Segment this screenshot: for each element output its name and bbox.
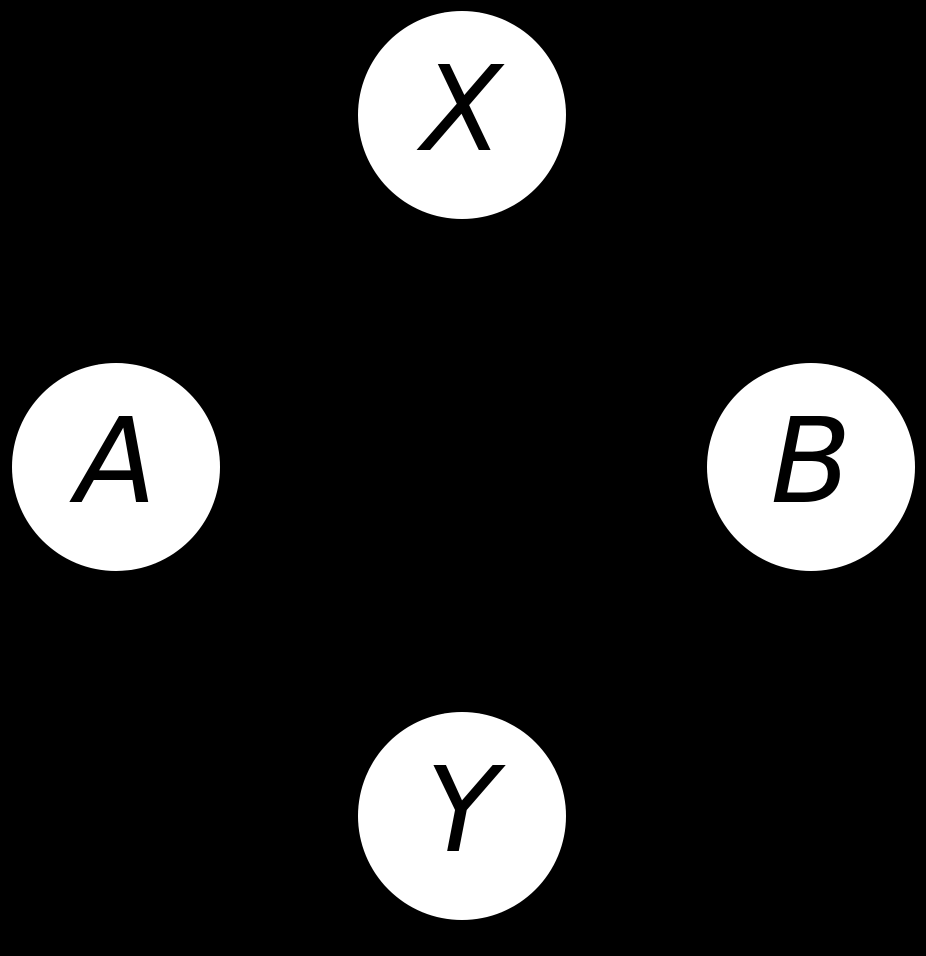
node-x: X: [358, 11, 566, 219]
node-b-label: B: [770, 392, 852, 530]
node-x-label: X: [421, 40, 503, 178]
node-b: B: [707, 363, 915, 571]
node-a-label: A: [75, 392, 157, 530]
node-a: A: [12, 363, 220, 571]
node-y: Y: [358, 712, 566, 920]
node-y-label: Y: [425, 741, 499, 879]
